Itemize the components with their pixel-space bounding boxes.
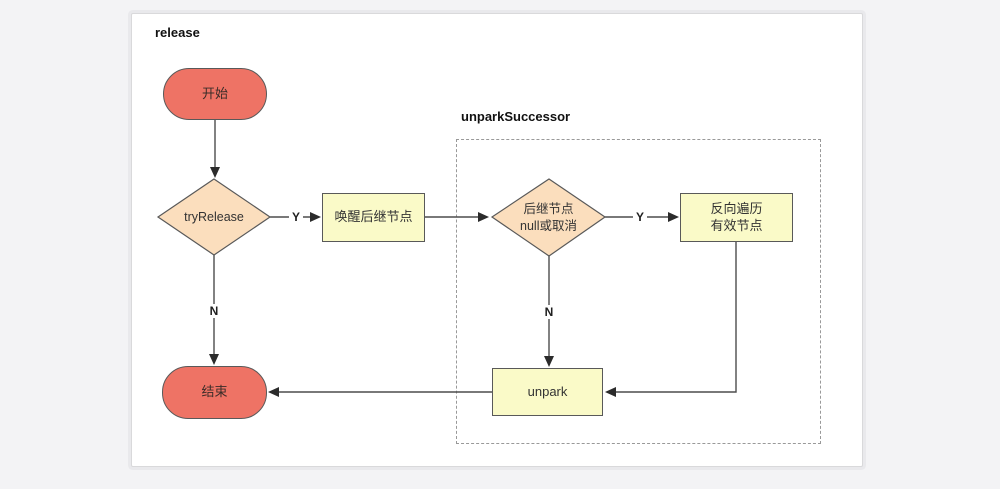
unpark-successor-group-box <box>456 139 821 444</box>
node-reverse-traverse-label: 反向遍历 有效节点 <box>710 200 763 233</box>
edge-label-check-yes: Y <box>632 210 648 224</box>
node-successor-check: 后继节点 null或取消 <box>492 179 605 256</box>
node-tryrelease-label: tryRelease <box>184 210 244 225</box>
edge-label-tryrelease-yes: Y <box>288 210 304 224</box>
node-unpark-label: unpark <box>527 383 568 399</box>
diagram-title: release <box>155 25 200 40</box>
node-unpark: unpark <box>492 368 603 416</box>
node-tryrelease: tryRelease <box>158 179 270 256</box>
node-successor-check-label: 后继节点 null或取消 <box>520 202 577 233</box>
edge-label-tryrelease-no: N <box>206 304 222 318</box>
edge-label-check-no: N <box>541 305 557 319</box>
unpark-successor-group-label: unparkSuccessor <box>461 109 571 124</box>
node-end-label: 结束 <box>201 384 228 400</box>
node-wake-successor: 唤醒后继节点 <box>322 193 425 242</box>
node-end: 结束 <box>162 366 267 419</box>
node-wake-successor-label: 唤醒后继节点 <box>334 209 413 225</box>
node-reverse-traverse: 反向遍历 有效节点 <box>680 193 793 242</box>
node-start-label: 开始 <box>201 85 228 101</box>
node-start: 开始 <box>163 68 267 120</box>
